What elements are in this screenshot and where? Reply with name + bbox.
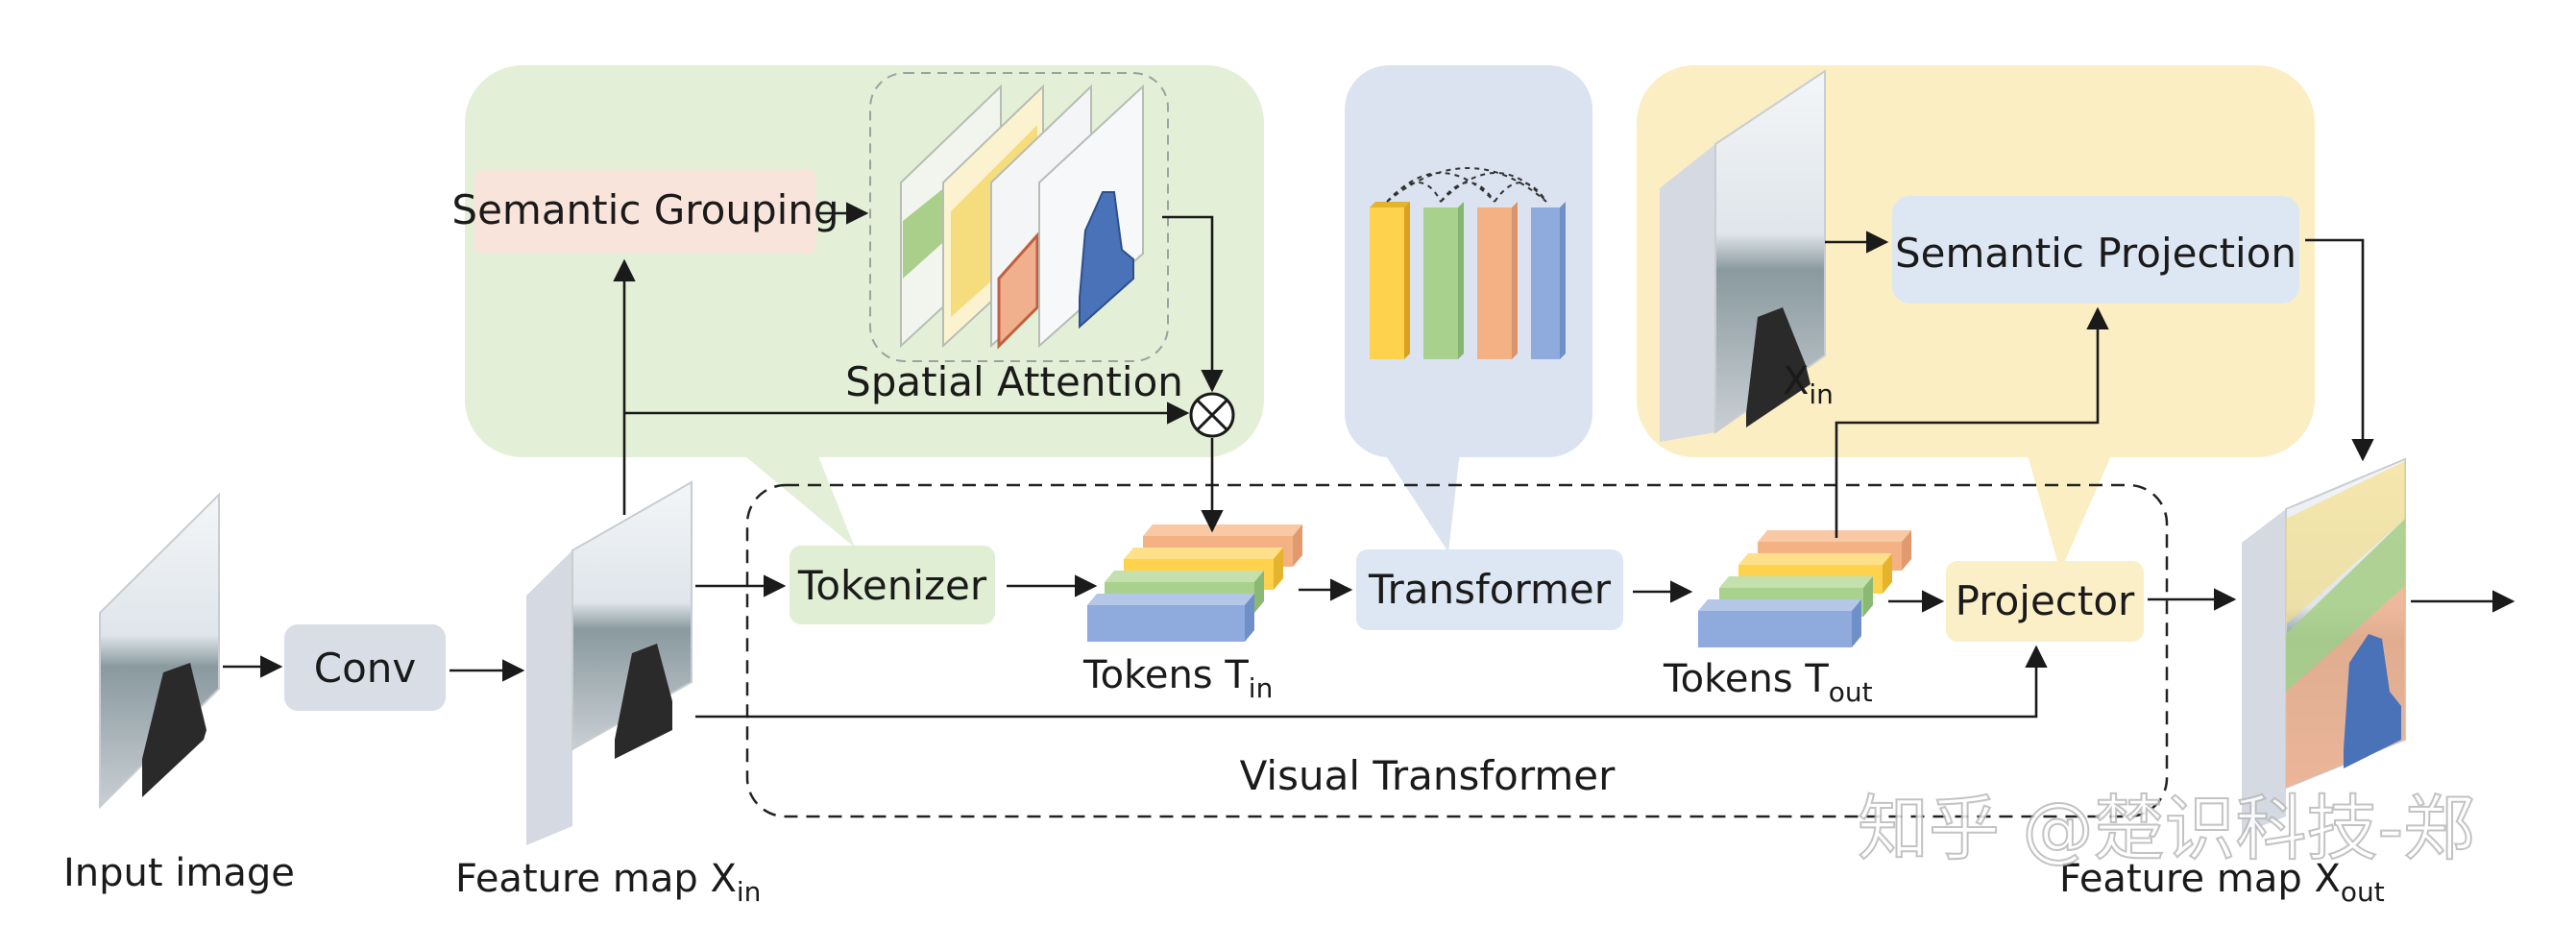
x-in-thumbnail	[1660, 69, 1826, 442]
tokens-out-caption: Tokens Tout	[1663, 657, 1873, 708]
input-image	[99, 492, 220, 810]
connector-arrows	[223, 202, 2515, 719]
spatial-attention-maps	[869, 72, 1169, 362]
feature-map-out	[2242, 457, 2406, 834]
watermark-text: 知乎 @楚识科技-郑	[1858, 788, 2474, 870]
transformer-attention-bars	[1370, 167, 1566, 359]
projector-node	[1946, 561, 2144, 642]
feature-map-out-caption: Feature map Xout	[2059, 857, 2385, 908]
semantic-grouping-node	[474, 169, 816, 254]
visual-transformer-label: Visual Transformer	[1240, 752, 1616, 799]
semantic-grouping-label: Semantic Grouping	[451, 186, 838, 233]
tokenizer-node	[790, 546, 995, 624]
tokens-in-caption: Tokens Tin	[1082, 653, 1273, 704]
input-image-caption: Input image	[63, 851, 295, 895]
blue-panel	[1345, 65, 1592, 552]
conv-label: Conv	[314, 645, 417, 692]
tokens-in-stack	[1087, 524, 1302, 642]
spatial-attention-label: Spatial Attention	[845, 358, 1183, 405]
semantic-projection-label: Semantic Projection	[1895, 230, 2297, 277]
conv-node	[284, 624, 446, 711]
visual-transformer-container	[745, 483, 2169, 818]
projector-label: Projector	[1956, 577, 2135, 624]
x-in-caption: Xin	[1783, 359, 1834, 410]
semantic-projection-node	[1892, 196, 2299, 304]
tokens-out-stack	[1698, 530, 1911, 647]
feature-map-in	[526, 480, 693, 845]
transformer-node	[1356, 549, 1623, 630]
transformer-label: Transformer	[1368, 566, 1612, 613]
tokenizer-label: Tokenizer	[797, 562, 987, 609]
multiply-operator-icon	[1189, 392, 1235, 438]
feature-map-in-caption: Feature map Xin	[455, 857, 761, 908]
green-panel	[465, 65, 1264, 548]
